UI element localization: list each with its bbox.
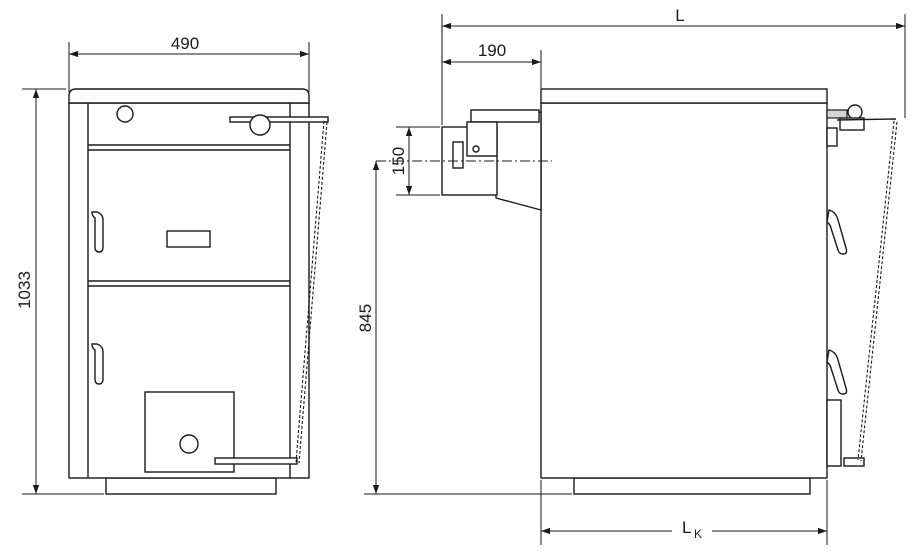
front-chain-2 — [298, 121, 328, 464]
side-base-plinth — [573, 477, 811, 495]
dim-flue-diameter-label: 150 — [389, 147, 408, 175]
dim-body-length-subscript: K — [694, 527, 702, 541]
front-base-plinth — [105, 477, 277, 495]
front-chain — [295, 120, 325, 463]
dim-body-length-label: L — [682, 518, 691, 537]
front-top-cap — [68, 88, 310, 104]
side-damper-pin — [472, 145, 480, 153]
front-ash-door-circle — [179, 434, 199, 454]
dim-flue-height-label: 845 — [356, 304, 375, 332]
front-lower-door-handle — [91, 343, 104, 385]
side-chain — [857, 120, 895, 461]
front-view — [68, 88, 329, 495]
side-top-bracket — [826, 109, 848, 119]
side-bottom-lever — [843, 457, 865, 467]
side-upper-door-handle — [826, 209, 848, 255]
side-lever-mount — [826, 127, 838, 147]
dim-flue-offset-label: 190 — [478, 41, 506, 60]
front-draft-lever — [229, 116, 329, 123]
side-top-knob — [847, 104, 863, 120]
front-bottom-lever — [214, 457, 298, 465]
side-chain-2 — [860, 121, 898, 462]
side-dimensions: L 190 150 845 L K — [356, 6, 906, 545]
side-lever-arm — [836, 118, 897, 121]
side-ash-door-profile — [826, 399, 842, 467]
front-upper-door-handle — [91, 211, 104, 253]
front-draft-knob — [249, 114, 271, 136]
side-lever-block — [839, 117, 865, 131]
front-dimensions: 490 1033 — [15, 34, 310, 495]
dim-front-height-label: 1033 — [15, 271, 34, 309]
side-damper-top — [470, 109, 540, 123]
front-ash-door — [144, 391, 235, 473]
front-gauge-circle — [116, 105, 134, 123]
side-damper-body — [466, 121, 498, 157]
front-nameplate — [166, 230, 211, 248]
side-lower-door-handle — [826, 349, 848, 395]
side-view — [376, 88, 898, 495]
dim-overall-length-label: L — [675, 6, 684, 25]
side-top-cap — [540, 88, 828, 104]
dim-front-width-label: 490 — [171, 34, 199, 53]
side-damper-handle — [452, 141, 464, 169]
side-casing — [540, 102, 828, 479]
